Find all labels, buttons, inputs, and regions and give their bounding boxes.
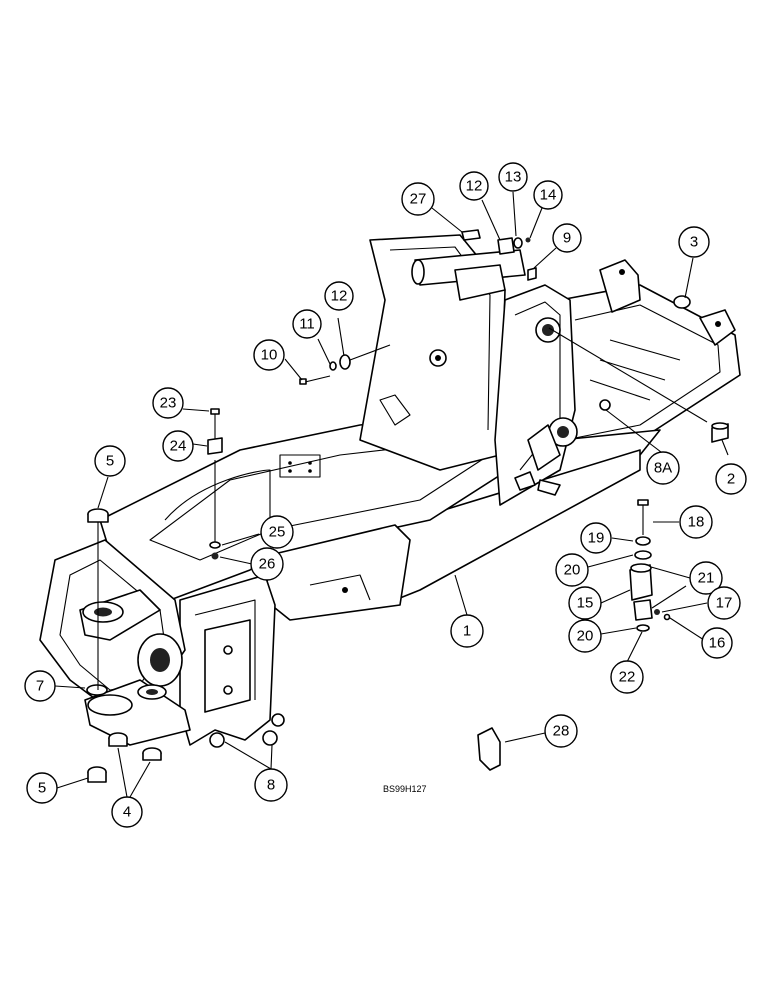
svg-text:26: 26 [259, 556, 276, 573]
callout-16: 16 [701, 627, 733, 659]
callout-20: 20 [555, 553, 589, 587]
svg-text:22: 22 [619, 669, 636, 686]
callout-26: 26 [250, 547, 284, 581]
callout-4: 4 [111, 796, 143, 828]
svg-text:18: 18 [688, 514, 705, 531]
svg-text:12: 12 [331, 288, 348, 305]
main-frame-drawing [39, 191, 741, 798]
callout-18: 18 [679, 505, 713, 539]
callout-11: 11 [292, 309, 322, 339]
svg-text:14: 14 [540, 187, 557, 204]
callout-3: 3 [678, 226, 710, 258]
callout-19: 19 [580, 522, 612, 554]
svg-text:8: 8 [267, 777, 275, 794]
callout-22: 22 [610, 660, 644, 694]
callout-27: 27 [401, 182, 435, 216]
callout-12: 12 [324, 281, 354, 311]
svg-text:12: 12 [466, 178, 483, 195]
svg-text:20: 20 [564, 562, 581, 579]
svg-text:4: 4 [123, 804, 131, 821]
svg-text:16: 16 [709, 635, 726, 652]
svg-text:7: 7 [36, 678, 44, 695]
svg-text:11: 11 [299, 316, 315, 333]
callout-8: 8 [254, 768, 288, 802]
svg-text:1: 1 [463, 623, 471, 640]
svg-text:25: 25 [269, 524, 286, 541]
svg-text:28: 28 [553, 723, 570, 740]
callout-5: 5 [26, 772, 58, 804]
callout-13: 13 [498, 162, 528, 192]
svg-text:8A: 8A [654, 460, 672, 477]
callout-10: 10 [253, 339, 285, 371]
svg-text:24: 24 [170, 438, 187, 455]
callout-9: 9 [552, 223, 582, 253]
leader-lines [54, 191, 729, 798]
callout-23: 23 [152, 387, 184, 419]
callout-14: 14 [533, 180, 563, 210]
callout-5: 5 [94, 445, 126, 477]
svg-text:23: 23 [160, 395, 177, 412]
callout-25: 25 [260, 515, 294, 549]
diagram-code: BS99H127 [383, 784, 427, 794]
callout-24: 24 [162, 430, 194, 462]
callout-17: 17 [707, 586, 741, 620]
svg-text:20: 20 [577, 628, 594, 645]
callout-21: 21 [689, 561, 723, 595]
svg-text:9: 9 [563, 230, 571, 247]
callout-1: 1 [450, 614, 484, 648]
callout-20: 20 [568, 619, 602, 653]
svg-text:19: 19 [588, 530, 605, 547]
callout-15: 15 [568, 586, 602, 620]
svg-text:3: 3 [690, 234, 698, 251]
svg-text:21: 21 [698, 570, 715, 587]
svg-text:10: 10 [261, 347, 278, 364]
callout-8A: 8A [646, 451, 680, 485]
callout-12: 12 [459, 171, 489, 201]
callout-2: 2 [715, 463, 747, 495]
svg-text:15: 15 [577, 595, 594, 612]
svg-text:2: 2 [727, 471, 735, 488]
svg-text:17: 17 [716, 595, 733, 612]
callout-7: 7 [24, 670, 56, 702]
svg-text:13: 13 [505, 169, 522, 186]
svg-text:5: 5 [38, 780, 46, 797]
svg-text:27: 27 [410, 191, 427, 208]
callout-28: 28 [544, 714, 578, 748]
svg-text:5: 5 [106, 453, 114, 470]
